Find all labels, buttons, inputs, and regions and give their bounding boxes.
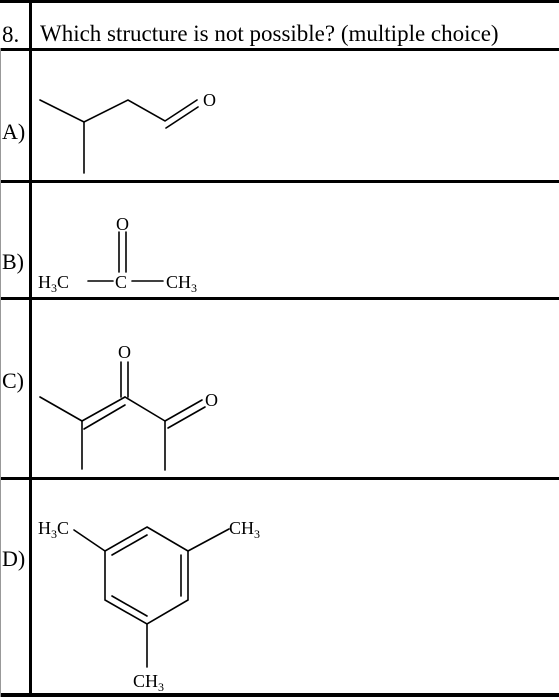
c-oxygen-right: O bbox=[205, 390, 218, 410]
b-right-methyl: CH3 bbox=[166, 272, 197, 295]
option-a-label: A) bbox=[2, 119, 26, 144]
row-divider-b-c bbox=[0, 297, 559, 300]
option-b-label: B) bbox=[2, 249, 24, 274]
top-border bbox=[0, 0, 559, 3]
option-d-label: D) bbox=[2, 546, 26, 571]
d-methyl-top-left: H3C bbox=[38, 518, 69, 541]
d-methyl-bottom: CH3 bbox=[133, 671, 164, 694]
bottom-border bbox=[0, 693, 559, 697]
b-left-methyl: H3C bbox=[38, 272, 69, 295]
header-divider bbox=[0, 48, 559, 51]
column-divider bbox=[29, 0, 32, 697]
d-methyl-top-right: CH3 bbox=[229, 518, 260, 541]
structure-d bbox=[73, 526, 230, 668]
left-border bbox=[0, 48, 1, 697]
option-c-label: C) bbox=[2, 368, 24, 393]
row-divider-a-b bbox=[0, 180, 559, 183]
c-oxygen-top: O bbox=[118, 342, 131, 362]
structure-a bbox=[39, 99, 199, 174]
structure-b bbox=[87, 231, 164, 282]
row-divider-c-d bbox=[0, 477, 559, 480]
a-oxygen: O bbox=[203, 90, 216, 110]
b-oxygen: O bbox=[116, 214, 129, 234]
structure-c bbox=[39, 361, 206, 471]
question-number: 8. bbox=[2, 22, 20, 47]
b-carbonyl-carbon: C bbox=[115, 272, 127, 292]
question-text: Which structure is not possible? (multip… bbox=[40, 21, 499, 46]
